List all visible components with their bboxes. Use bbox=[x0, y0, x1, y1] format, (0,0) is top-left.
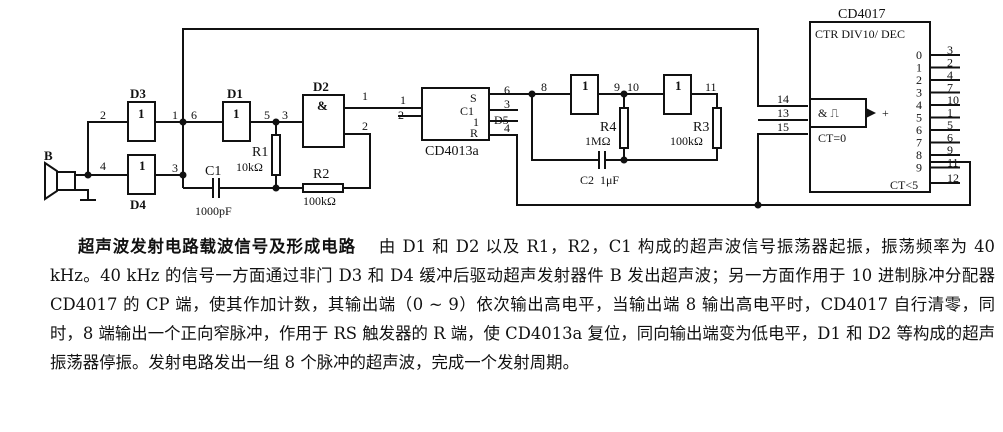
r2-label: R2 bbox=[313, 167, 329, 182]
cd4017-output-pin: 3 bbox=[947, 43, 953, 57]
cd4017-output-label: 3 bbox=[916, 86, 922, 100]
svg-text:1: 1 bbox=[675, 78, 682, 93]
svg-text:& ⎍: & ⎍ bbox=[818, 106, 839, 120]
svg-text:15: 15 bbox=[777, 120, 789, 134]
r1-label: R1 bbox=[252, 145, 268, 160]
svg-text:3: 3 bbox=[172, 161, 178, 175]
cd4017-output-pin: 1 bbox=[947, 106, 953, 120]
cd4017-ct5-pin: 12 bbox=[947, 171, 959, 185]
svg-text:1: 1 bbox=[582, 78, 589, 93]
svg-text:8: 8 bbox=[541, 80, 547, 94]
r1-value: 10kΩ bbox=[236, 160, 263, 174]
cd4013a-label: CD4013a bbox=[425, 144, 479, 159]
svg-text:13: 13 bbox=[777, 106, 789, 120]
c2-label: C2 bbox=[580, 173, 594, 187]
cd4017-label: CD4017 bbox=[838, 7, 885, 22]
resistor-r2 bbox=[302, 183, 344, 193]
d1-label: D1 bbox=[227, 86, 243, 101]
wire-top-feedback bbox=[182, 28, 808, 122]
c1-label: C1 bbox=[205, 164, 221, 179]
speaker-icon bbox=[44, 161, 58, 201]
svg-text:2: 2 bbox=[100, 108, 106, 122]
wire-output-8-feedback bbox=[758, 161, 971, 206]
r4-label: R4 bbox=[600, 120, 616, 135]
caption-title: 超声波发射电路载波信号及形成电路 bbox=[78, 237, 356, 256]
cd4017-output-label: 5 bbox=[916, 111, 922, 125]
r3-value: 100kΩ bbox=[670, 134, 703, 148]
svg-text:R: R bbox=[470, 126, 478, 140]
cd4017-output-label: 4 bbox=[916, 98, 922, 112]
gate-d3: 1 D3 2 1 bbox=[100, 86, 178, 142]
resistor-r3 bbox=[712, 107, 722, 149]
svg-text:2: 2 bbox=[398, 108, 404, 122]
speaker-b: B bbox=[44, 148, 76, 201]
r4-value: 1MΩ bbox=[585, 134, 611, 148]
cd4017-output-pin: 10 bbox=[947, 93, 959, 107]
chip-cd4017: CD4017 CTR DIV10/ DEC & ⎍ + CT=0 CT<5 bbox=[809, 7, 931, 193]
cd4017-output-pin: 4 bbox=[947, 68, 953, 82]
svg-text:4: 4 bbox=[504, 121, 510, 135]
svg-text:C1: C1 bbox=[460, 104, 474, 118]
svg-text:CT=0: CT=0 bbox=[818, 131, 846, 145]
svg-text:1: 1 bbox=[138, 106, 145, 121]
cd4017-function: CTR DIV10/ DEC bbox=[815, 27, 905, 41]
svg-text:2: 2 bbox=[362, 119, 368, 133]
svg-text:&: & bbox=[317, 98, 328, 113]
svg-text:4: 4 bbox=[100, 159, 106, 173]
c2-value: 1μF bbox=[600, 173, 619, 187]
cd4017-output-pin: 2 bbox=[947, 56, 953, 70]
resistor-r1 bbox=[271, 134, 281, 176]
svg-text:1: 1 bbox=[172, 108, 178, 122]
svg-text:1: 1 bbox=[362, 89, 368, 103]
cd4017-output-label: 7 bbox=[916, 136, 922, 150]
cd4017-output-label: 0 bbox=[916, 48, 922, 62]
svg-text:5: 5 bbox=[264, 108, 270, 122]
cd4017-output-pin: 9 bbox=[947, 143, 953, 157]
svg-text:1: 1 bbox=[400, 93, 406, 107]
r3-label: R3 bbox=[693, 120, 709, 135]
cd4017-output-label: 9 bbox=[916, 161, 922, 175]
svg-text:3: 3 bbox=[504, 97, 510, 111]
cd4017-output-label: 8 bbox=[916, 148, 922, 162]
svg-text:6: 6 bbox=[504, 83, 510, 97]
speaker-label: B bbox=[44, 148, 53, 163]
cd4017-output-pin: 5 bbox=[947, 118, 953, 132]
svg-text:S: S bbox=[470, 91, 477, 105]
resistor-r4 bbox=[619, 107, 629, 149]
svg-text:1: 1 bbox=[139, 158, 146, 173]
d4-label: D4 bbox=[130, 197, 146, 212]
cd4017-output-label: 2 bbox=[916, 73, 922, 87]
svg-text:9: 9 bbox=[614, 80, 620, 94]
svg-text:6: 6 bbox=[191, 108, 197, 122]
svg-text:3: 3 bbox=[282, 108, 288, 122]
svg-text:11: 11 bbox=[705, 80, 717, 94]
svg-text:1: 1 bbox=[473, 115, 479, 129]
circuit-diagram: B 1 D3 2 1 1 D4 4 3 1 D1 6 5 R1 10kΩ bbox=[44, 7, 971, 218]
caption-body: 由 D1 和 D2 以及 R1，R2，C1 构成的超声波信号振荡器起振，振荡频率… bbox=[50, 237, 995, 372]
cd4017-output-label: 6 bbox=[916, 123, 922, 137]
cd4017-output-label: 1 bbox=[916, 61, 922, 75]
gate-d2: & D2 3 2 1 bbox=[282, 79, 368, 148]
svg-text:14: 14 bbox=[777, 92, 789, 106]
d3-label: D3 bbox=[130, 86, 146, 101]
svg-text:10: 10 bbox=[627, 80, 639, 94]
c1-value: 1000pF bbox=[195, 204, 232, 218]
capacitor-c1 bbox=[212, 178, 220, 198]
r2-value: 100kΩ bbox=[303, 194, 336, 208]
svg-text:+: + bbox=[882, 106, 889, 120]
capacitor-c2 bbox=[598, 151, 606, 169]
gate-d4: 1 D4 4 3 bbox=[100, 154, 178, 212]
gate-inverter-1: 1 8 9 bbox=[541, 74, 620, 115]
svg-text:CT<5: CT<5 bbox=[890, 178, 918, 192]
svg-text:1: 1 bbox=[233, 106, 240, 121]
wire-reset bbox=[489, 134, 758, 206]
cd4017-output-pin: 6 bbox=[947, 131, 953, 145]
caption: 超声波发射电路载波信号及形成电路由 D1 和 D2 以及 R1，R2，C1 构成… bbox=[50, 232, 995, 377]
gate-d1: 1 D1 6 5 bbox=[191, 86, 270, 142]
cd4017-output-pin: 7 bbox=[947, 81, 953, 95]
d2-label: D2 bbox=[313, 79, 329, 94]
